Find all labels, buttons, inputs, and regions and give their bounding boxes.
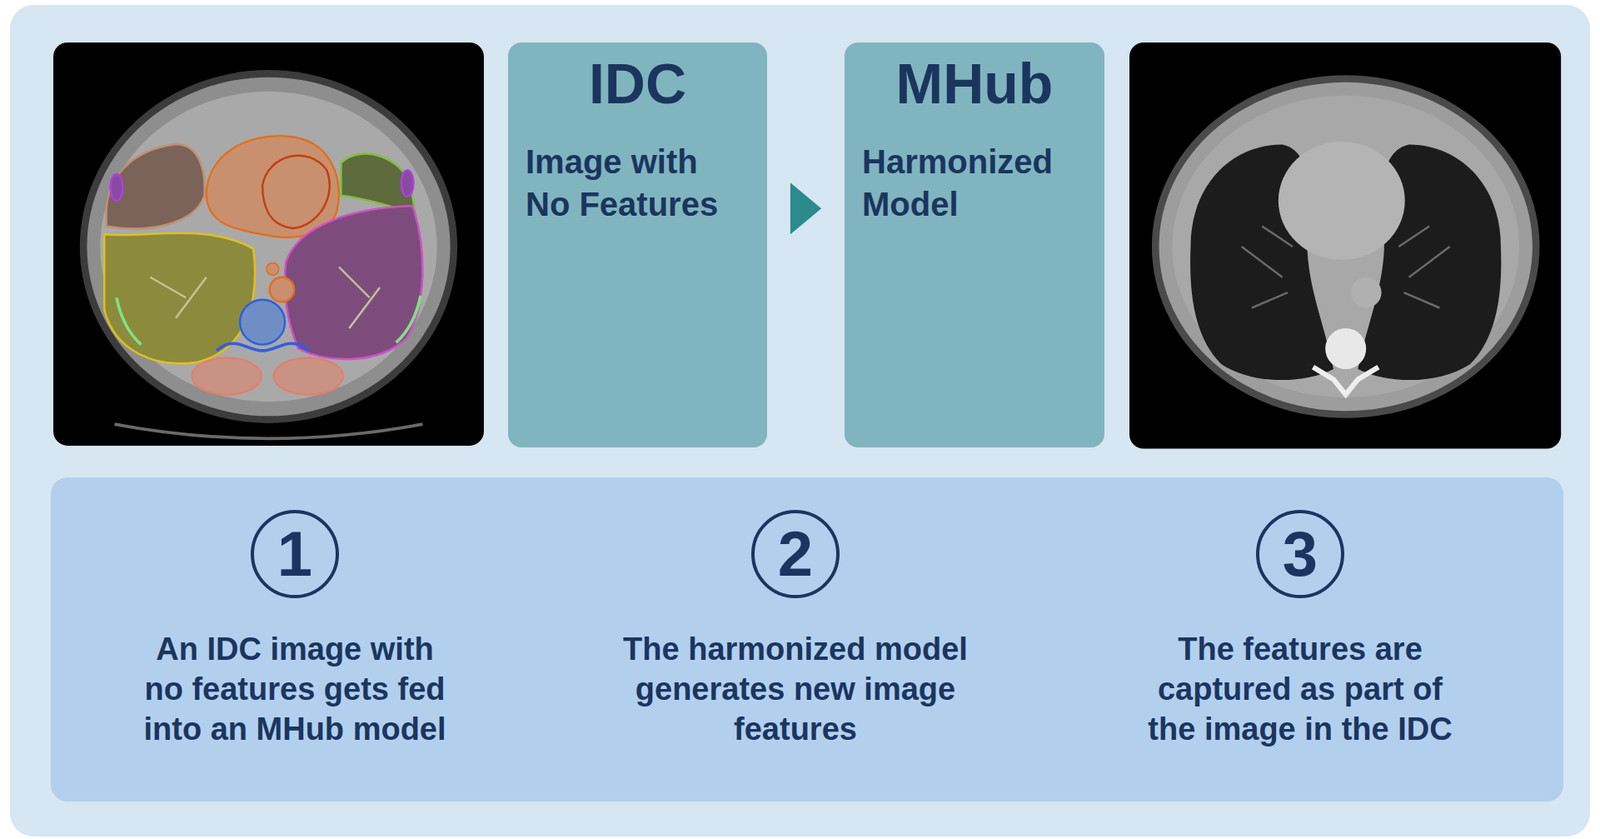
step-description: The features are captured as part of the… [1133,628,1467,749]
box-title: IDC [508,52,768,115]
segmented-ct-image-part [114,423,424,439]
plain-ct-image [1129,42,1561,449]
segmented-ct-image-part [79,69,458,424]
segmented-ct-image [53,42,484,446]
segmented-ct-image-part [401,169,414,197]
callout-number: 3 [1282,522,1318,586]
process-box: IDC Image with No Features [508,42,768,448]
plain-ct-image-part [1129,42,1561,449]
step-circle: 1 [250,509,339,599]
box-title: MHub [844,52,1105,115]
segmented-ct-image-part [274,358,344,395]
segmented-ct-image-part [262,155,330,229]
segmented-ct-image-part [239,299,285,345]
plain-ct-image-part [1350,277,1382,309]
step-description: The harmonized model generates new image… [616,628,975,749]
outer-panel [9,4,1591,837]
step-circle: 3 [1256,509,1345,599]
process-box: MHubHarmonized Model [844,42,1105,448]
callout-number: 2 [777,522,813,586]
step-description: An IDC image with no features gets fed i… [139,628,452,749]
segmented-ct-image-part [206,135,339,238]
plain-ct-image-part [1171,95,1520,399]
box-body: Harmonized Model [844,140,1075,226]
plain-ct-image-part [1278,141,1406,260]
flow-arrow [767,182,845,235]
segmented-ct-image-part [269,277,295,302]
segmented-ct-image-part [106,144,205,229]
segmented-ct-image-part [266,263,280,276]
plain-ct-image-part [1241,226,1451,309]
callout-number: 1 [277,522,313,586]
step-text-holder: An IDC image with no features gets fed i… [139,628,452,749]
step-circle: 2 [751,509,840,599]
plain-ct-image-part [1313,367,1379,395]
segmented-ct-image-part [110,174,124,201]
step-band: An IDC image with no features gets fed i… [50,477,1564,802]
segmented-ct-image-part [99,91,437,402]
step-text-holder: The features are captured as part of the… [1133,628,1467,749]
step-text-holder: The harmonized model generates new image… [616,628,975,749]
plain-ct-image-part [1159,82,1533,411]
segmented-ct-image-part [340,154,415,215]
segmented-ct-image-part [192,358,262,395]
box-body: Image with No Features [508,140,738,226]
plain-ct-image-part [1325,328,1366,369]
segmented-ct-image-part [216,343,309,351]
plain-ct-image-part [1151,74,1541,419]
segmented-ct-image-part [86,77,450,417]
segmented-ct-image-part [53,42,484,446]
segmented-ct-image-part [116,295,421,345]
